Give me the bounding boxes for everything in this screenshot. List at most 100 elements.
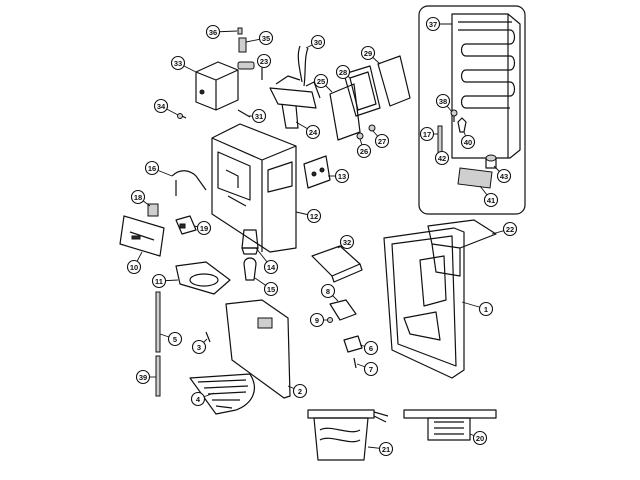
callout-number-40: 40 (464, 138, 472, 147)
callout-39: 39 (135, 369, 156, 385)
callout-number-15: 15 (267, 285, 275, 294)
callout-circle-33 (170, 55, 186, 71)
callout-circle-4 (190, 391, 206, 407)
callout-number-20: 20 (476, 434, 484, 443)
callout-27: 27 (372, 130, 390, 149)
callout-31: 31 (248, 108, 267, 124)
callout-9: 9 (309, 312, 328, 328)
part-24-actuator (269, 75, 321, 129)
callout-number-17: 17 (423, 130, 431, 139)
callout-13: 13 (328, 168, 350, 184)
callout-number-27: 27 (378, 137, 386, 146)
callout-6: 6 (359, 340, 379, 356)
part-38-screw (450, 109, 458, 122)
part-22-chute (427, 219, 497, 277)
part-7-screw (353, 357, 357, 369)
part-3-screw (205, 331, 211, 343)
callout-3: 3 (191, 338, 208, 355)
callout-36: 36 (205, 24, 238, 40)
callout-number-43: 43 (500, 172, 508, 181)
callout-28: 28 (335, 64, 351, 80)
callout-number-4: 4 (196, 395, 201, 404)
callout-circle-9 (309, 312, 325, 328)
callout-circle-41 (483, 192, 499, 208)
callout-26: 26 (356, 138, 372, 159)
callout-circle-26 (356, 143, 372, 159)
part-26-pin (356, 132, 364, 140)
callout-2: 2 (287, 383, 308, 399)
callout-circle-25 (313, 73, 329, 89)
callout-number-32: 32 (343, 238, 351, 247)
callout-16: 16 (144, 160, 173, 177)
callout-number-38: 38 (439, 97, 447, 106)
callout-24: 24 (295, 121, 321, 140)
part-16-harness (171, 170, 207, 196)
part-28-frame (343, 65, 381, 117)
callout-circle-18 (130, 189, 146, 205)
part-13-switch (303, 155, 331, 189)
callout-number-12: 12 (310, 212, 318, 221)
callout-number-13: 13 (338, 172, 346, 181)
callout-number-30: 30 (314, 38, 322, 47)
part-27-pin (368, 124, 376, 132)
callout-number-23: 23 (260, 57, 268, 66)
part-8-bracket (329, 299, 357, 321)
callout-number-28: 28 (339, 68, 347, 77)
callout-number-5: 5 (173, 335, 177, 344)
callout-34: 34 (153, 98, 179, 116)
callout-25: 25 (313, 73, 333, 93)
part-17-rod (437, 125, 443, 155)
callout-14: 14 (255, 247, 279, 275)
part-4-grille (189, 373, 255, 415)
callout-18: 18 (130, 189, 151, 207)
callout-11: 11 (151, 273, 179, 289)
callout-number-2: 2 (298, 387, 302, 396)
callout-number-34: 34 (157, 102, 166, 111)
callout-circle-14 (263, 259, 279, 275)
callout-17: 17 (419, 126, 438, 142)
callout-21: 21 (367, 441, 394, 457)
part-35-spacer (238, 37, 247, 53)
callout-circle-42 (434, 150, 450, 166)
callout-circle-24 (305, 124, 321, 140)
callout-number-26: 26 (360, 147, 368, 156)
callout-circle-23 (256, 53, 272, 69)
callout-number-37: 37 (429, 20, 437, 29)
callout-number-18: 18 (134, 193, 142, 202)
part-21-auger-motor (307, 409, 389, 461)
part-39-rod (155, 355, 161, 397)
callout-circle-39 (135, 369, 151, 385)
callout-37: 37 (425, 16, 452, 32)
part-37-heater-panel (451, 13, 521, 159)
inset-frame (418, 5, 526, 215)
callout-1: 1 (461, 301, 494, 317)
callout-10: 10 (126, 251, 143, 275)
callout-number-42: 42 (438, 154, 446, 163)
part-1-dispenser-housing (383, 227, 465, 379)
part-2-panel (225, 299, 291, 399)
callout-number-24: 24 (309, 128, 318, 137)
callout-circle-30 (310, 34, 326, 50)
part-29-cover (377, 55, 411, 107)
callout-35: 35 (245, 30, 274, 46)
callout-circle-10 (126, 259, 142, 275)
callout-circle-32 (339, 234, 355, 250)
part-43-cap (485, 154, 497, 169)
callout-number-41: 41 (487, 196, 495, 205)
part-40-clip (457, 117, 467, 133)
callout-circle-31 (251, 108, 267, 124)
callout-circle-22 (502, 221, 518, 237)
callout-29: 29 (360, 45, 381, 65)
callout-number-6: 6 (369, 344, 373, 353)
callout-number-36: 36 (209, 28, 217, 37)
callout-number-25: 25 (317, 77, 325, 86)
callout-7: 7 (356, 361, 379, 377)
callout-circle-27 (374, 133, 390, 149)
callout-circle-5 (167, 331, 183, 347)
callout-circle-20 (472, 430, 488, 446)
callout-38: 38 (435, 93, 453, 113)
callout-19: 19 (193, 220, 212, 236)
callout-number-22: 22 (506, 225, 514, 234)
part-12-housing (211, 123, 297, 253)
